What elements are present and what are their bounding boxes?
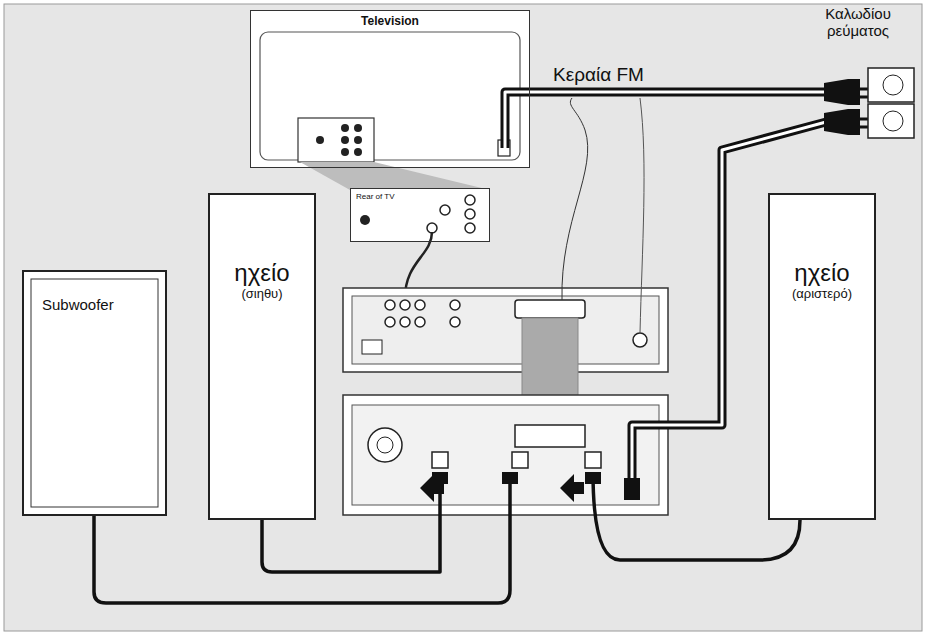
- antenna-wire: [562, 98, 588, 300]
- mains-plug: [824, 79, 860, 105]
- rear-jack: [465, 195, 475, 205]
- receiver-jack: [400, 300, 410, 310]
- cord-plug: [624, 478, 640, 500]
- rear-jack: [465, 223, 475, 233]
- rear-jack: [465, 209, 475, 219]
- insert-arrow: [560, 474, 584, 502]
- tv-body: [250, 10, 530, 168]
- receiver-jack: [450, 317, 460, 327]
- rear-jack: [427, 223, 437, 233]
- subwoofer-box: Subwoofer: [22, 270, 167, 516]
- tv-jack: [354, 148, 362, 156]
- cooling-fan: [377, 437, 393, 453]
- speaker-socket: [512, 452, 528, 468]
- node-title: Television: [361, 15, 419, 29]
- tv-jack: [354, 124, 362, 132]
- hdmi-port: [362, 340, 382, 354]
- tv-jack: [341, 124, 349, 132]
- tv-jack: [341, 148, 349, 156]
- speaker-box: ηχείο(αριστερό): [768, 193, 876, 520]
- node-title: ηχείο: [234, 259, 289, 287]
- speaker-body: [22, 270, 167, 516]
- wall-socket: [883, 111, 903, 131]
- wire-plug: [502, 472, 518, 484]
- tv-jack: [354, 136, 362, 144]
- antenna-label: Κεραία FM: [553, 64, 683, 86]
- amplifier-unit: [343, 395, 668, 515]
- tv-jack: [316, 136, 324, 144]
- receiver-jack: [450, 300, 460, 310]
- receiver-unit: [343, 288, 668, 372]
- scart-socket: [515, 300, 585, 318]
- ribbon-socket: [515, 425, 585, 447]
- television-set: Television: [250, 10, 530, 168]
- zoom-band: [300, 162, 490, 190]
- speaker-box: ηχείο(σιηθυ): [208, 193, 316, 520]
- rear-panel-fill: [350, 188, 490, 242]
- antenna-wire: [640, 98, 644, 333]
- receiver-jack: [415, 300, 425, 310]
- power-cord-label: Καλωδίου ρεύματος: [802, 5, 914, 40]
- mains-plug: [824, 109, 860, 135]
- tv-jack: [341, 136, 349, 144]
- antenna-socket: [633, 333, 647, 347]
- rear-panel: Rear of TV: [350, 188, 490, 242]
- speaker-socket: [585, 452, 601, 468]
- wall-socket: [868, 104, 914, 138]
- insert-arrow: [420, 474, 444, 502]
- cooling-fan: [368, 428, 402, 462]
- background-panel: [4, 4, 922, 631]
- node-subtitle: (σιηθυ): [241, 287, 282, 302]
- node-title: Rear of TV: [356, 192, 395, 201]
- wire-plug: [585, 472, 601, 484]
- wall-socket: [868, 68, 914, 102]
- rear-jack: [360, 215, 370, 225]
- speaker-socket: [432, 452, 448, 468]
- receiver-jack: [415, 317, 425, 327]
- wall-socket: [883, 75, 903, 95]
- receiver-panel: [352, 296, 659, 364]
- receiver-jack: [385, 317, 395, 327]
- rear-jack: [440, 205, 450, 215]
- subwoofer-grille: [31, 279, 158, 507]
- node-title: Subwoofer: [42, 296, 114, 313]
- tv-jack-panel: [298, 118, 374, 162]
- node-subtitle: (αριστερό): [792, 287, 852, 302]
- speaker-body: [208, 193, 316, 520]
- amplifier-panel: [352, 405, 659, 505]
- speaker-body: [768, 193, 876, 520]
- receiver-jack: [385, 300, 395, 310]
- receiver-jack: [400, 317, 410, 327]
- node-title: ηχείο: [794, 259, 849, 287]
